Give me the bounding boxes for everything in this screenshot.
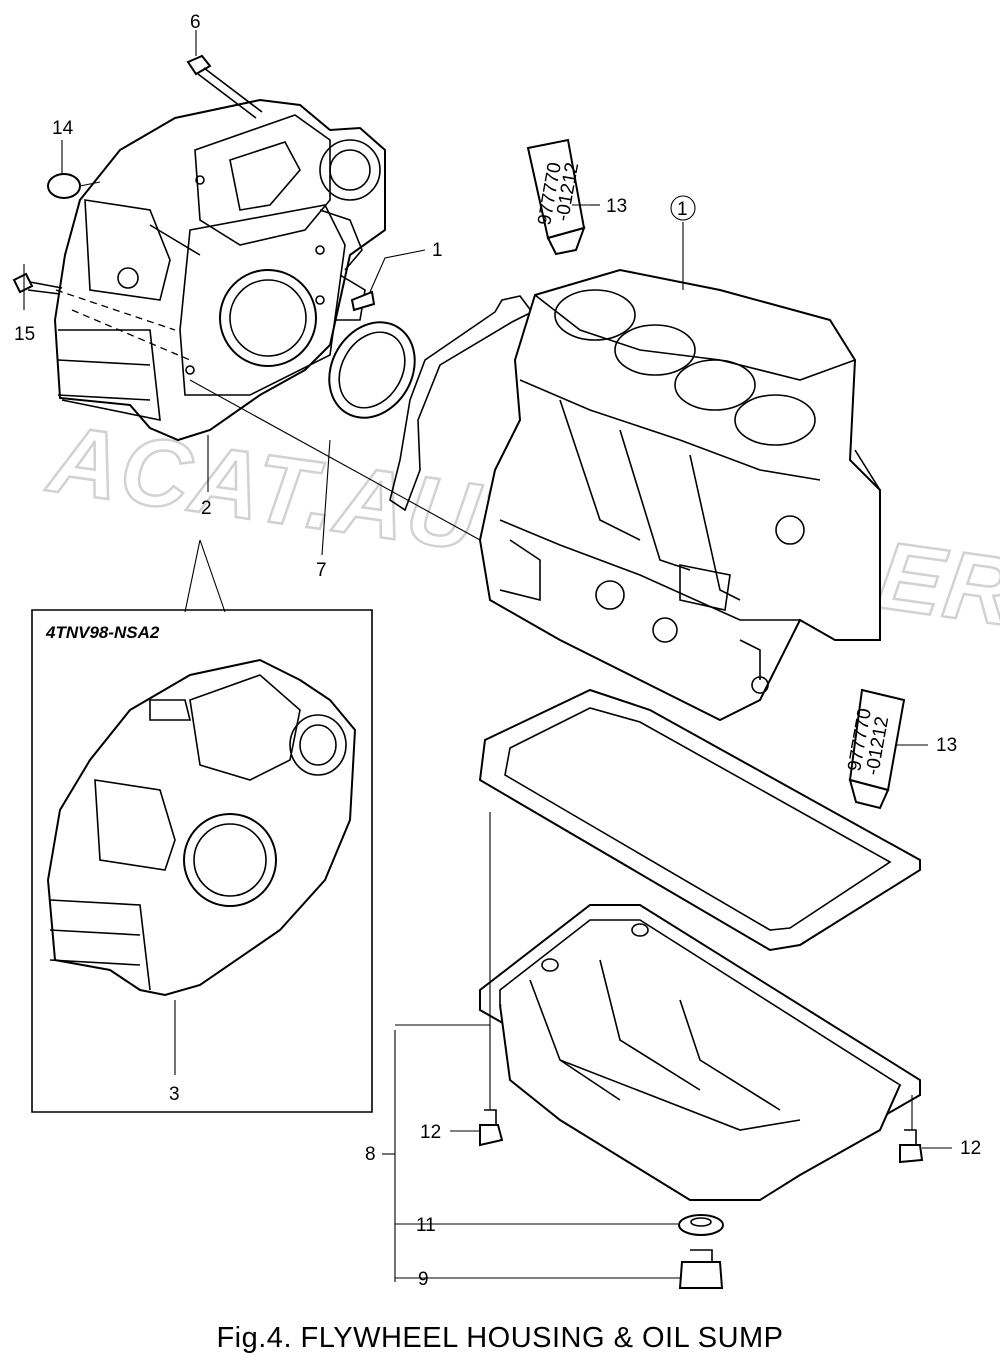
sealant-tube-top: 977770 -01212 (526, 138, 586, 256)
callout-12-left: 12 (420, 1122, 441, 1143)
bolt-12-right (899, 1129, 924, 1164)
drain-plug-9 (678, 1249, 724, 1289)
dashed-leader-housing (71, 309, 191, 361)
callout-7: 7 (316, 560, 327, 581)
callout-13-top: 13 (606, 196, 627, 217)
callout-1-circled: 1 (677, 199, 688, 220)
cylinder-block (478, 268, 881, 722)
leader-lines (23, 30, 952, 1282)
callout-2: 2 (201, 498, 212, 519)
figure-caption: Fig.4. FLYWHEEL HOUSING & OIL SUMP (216, 1322, 784, 1354)
callout-15: 15 (14, 324, 35, 345)
plug-14 (47, 173, 101, 199)
washer-11 (678, 1214, 724, 1236)
variant-inset (31, 609, 373, 1113)
oil-seal-7 (328, 321, 416, 419)
callout-9: 9 (418, 1269, 429, 1290)
oil-pan-gasket (478, 688, 921, 952)
callout-12-right: 12 (960, 1138, 981, 1159)
sealant-tube-right: 977770 -01212 (844, 688, 906, 810)
callout-6: 6 (190, 12, 201, 33)
bolt-6 (186, 54, 263, 119)
callout-3: 3 (169, 1084, 180, 1105)
rear-plate-gasket (389, 295, 534, 512)
variant-label: 4TNV98-NSA2 (45, 623, 160, 642)
callout-13-right: 13 (936, 735, 957, 756)
dowel-pin (350, 290, 376, 312)
callout-8: 8 (365, 1144, 376, 1165)
bolt-12-left (479, 1109, 504, 1147)
oil-sump (479, 904, 921, 1201)
callout-1: 1 (432, 240, 443, 261)
callout-11: 11 (416, 1215, 436, 1236)
flywheel-housing (53, 98, 386, 442)
callout-14: 14 (52, 118, 74, 139)
dashed-leader-bolt (55, 289, 176, 331)
callout-circle (670, 195, 696, 221)
bolt-15 (12, 272, 63, 295)
